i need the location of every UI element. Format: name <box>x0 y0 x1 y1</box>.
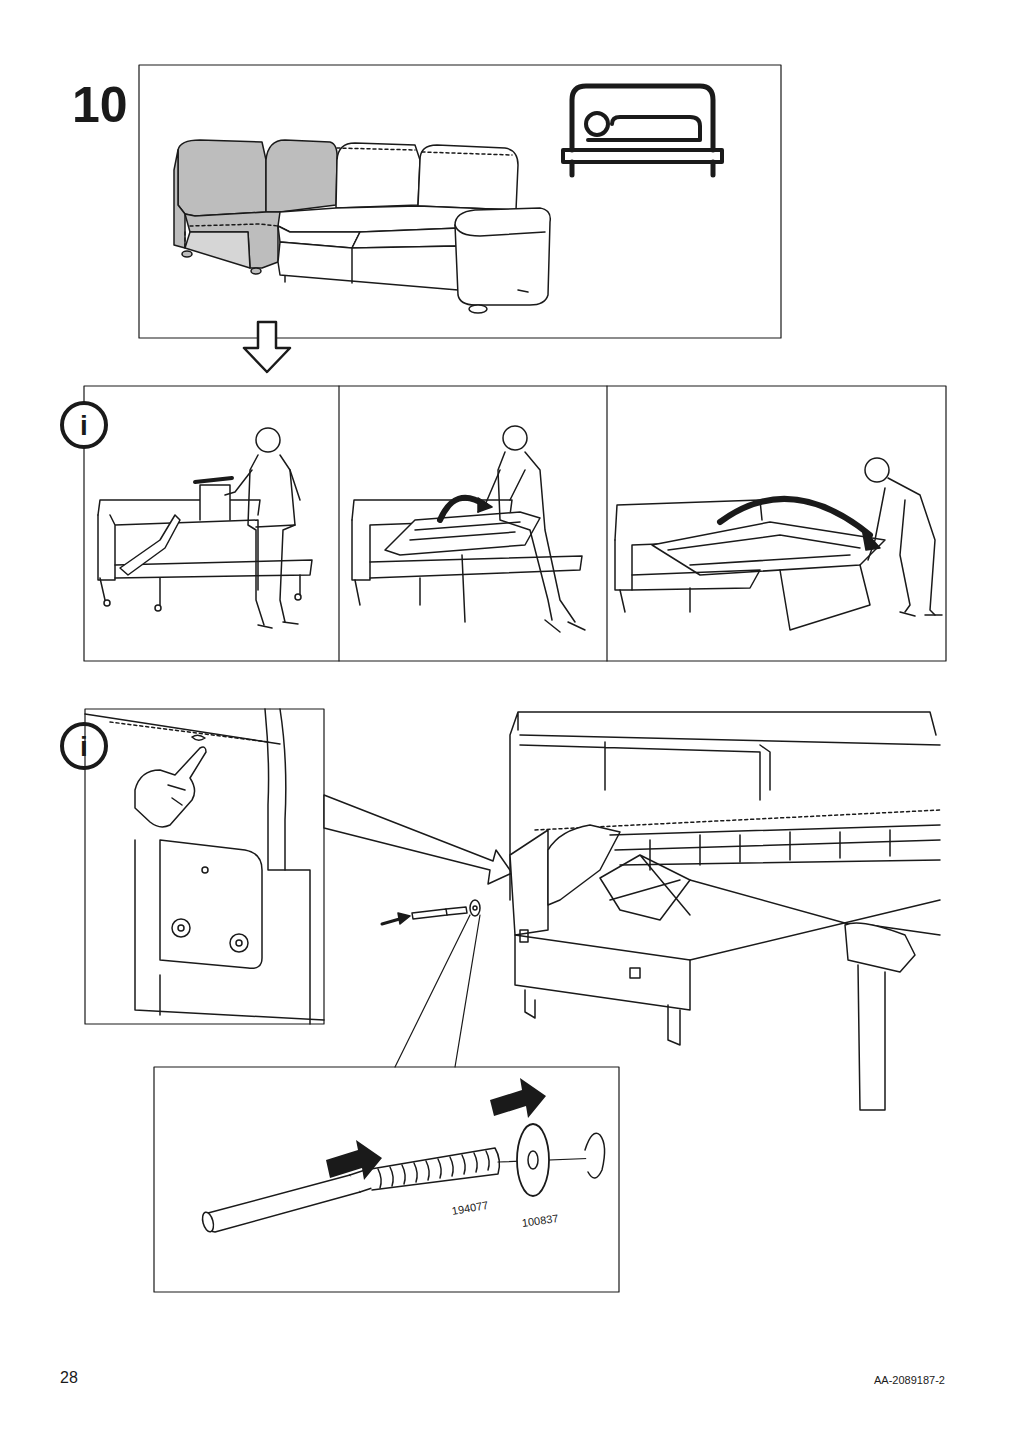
part-number: 194077 <box>451 1200 489 1217</box>
callout-arrow <box>324 795 512 884</box>
sofa-drawing <box>174 140 550 313</box>
info-panels <box>84 386 946 661</box>
sofa-bed-step <box>98 428 312 628</box>
detail-view <box>154 1067 619 1292</box>
detail-view <box>85 709 324 1024</box>
sofa-bed-step <box>615 458 942 630</box>
page-number: 28 <box>60 1370 78 1386</box>
part-number: 100837 <box>521 1213 559 1229</box>
sofa-bed-step <box>352 426 585 632</box>
screw-callout <box>382 900 480 1067</box>
info-letter: i <box>80 733 88 761</box>
step-frame <box>139 65 781 338</box>
sofa-bed-frame <box>510 712 940 1110</box>
fitting-parts <box>201 1078 605 1233</box>
info-icon <box>62 403 106 447</box>
document-code: AA-2089187-2 <box>874 1375 945 1386</box>
sofa-bed-icon <box>563 86 722 175</box>
info-letter: i <box>80 412 88 440</box>
step-number: 10 <box>72 80 128 130</box>
info-icon <box>62 724 106 768</box>
flow-arrow <box>244 322 290 372</box>
